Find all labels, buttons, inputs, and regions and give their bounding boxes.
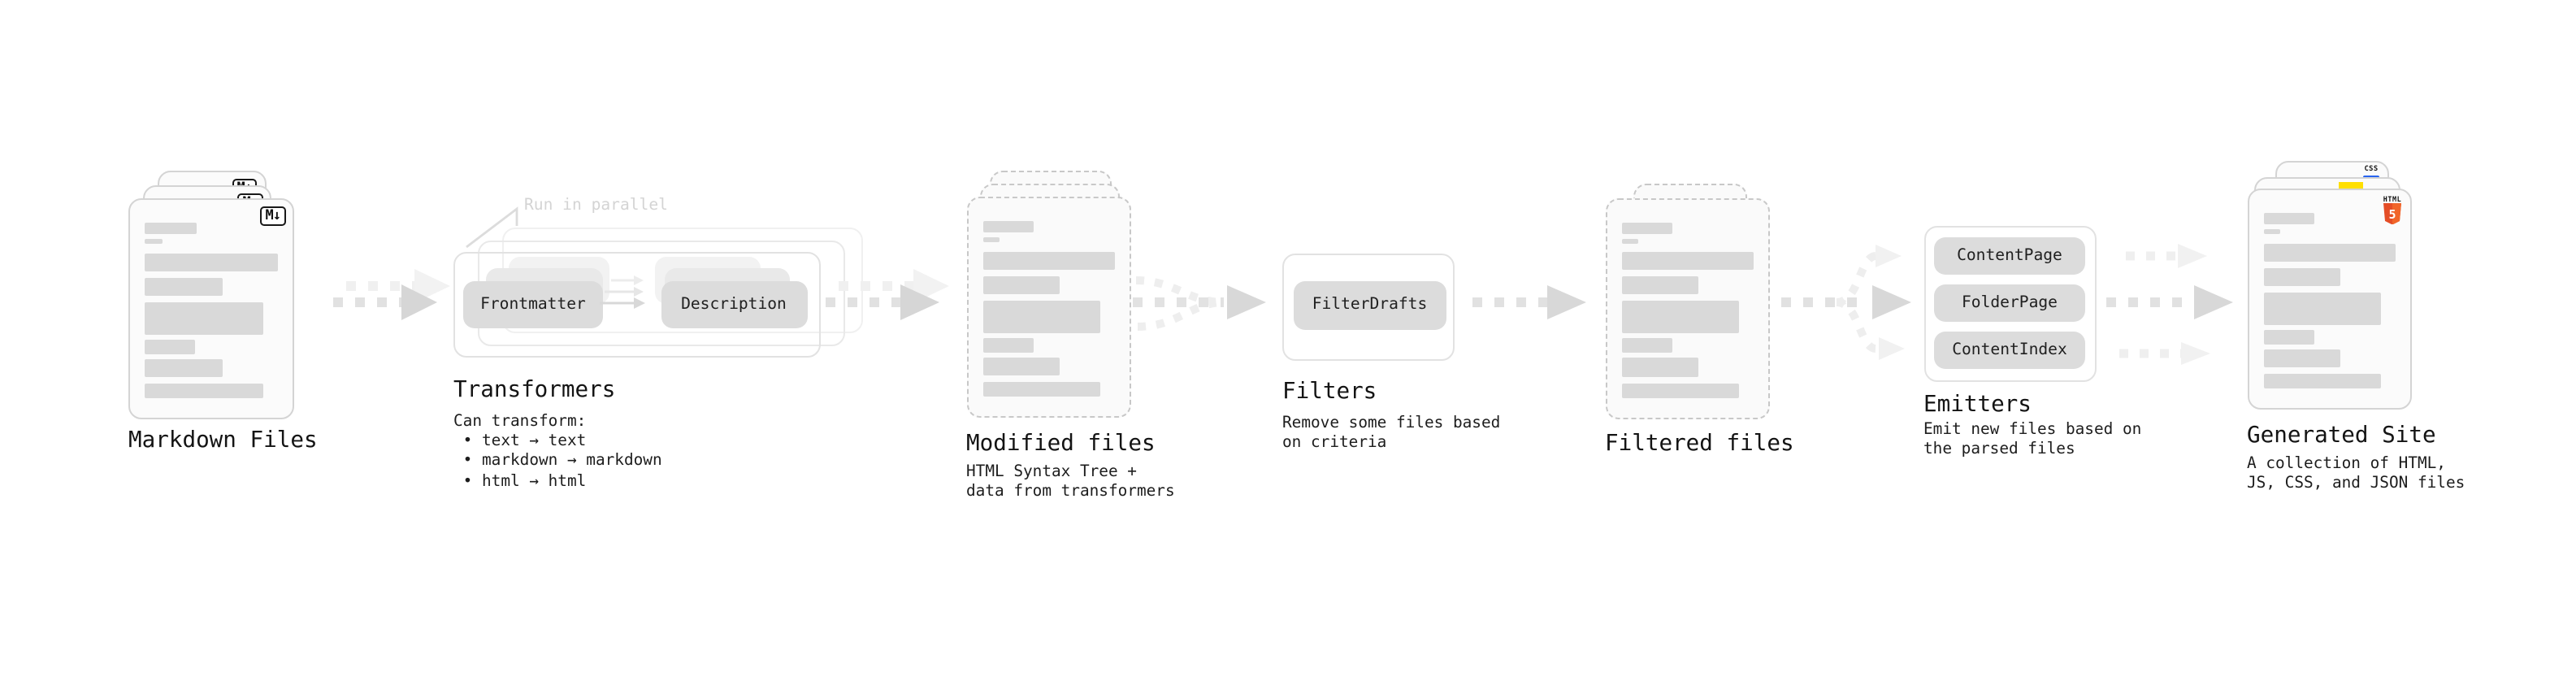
filtered-files-stack bbox=[1605, 184, 1800, 419]
generated-site-label: Generated Site bbox=[2247, 422, 2436, 448]
transformer-frontmatter-pill: Frontmatter bbox=[463, 280, 603, 327]
generated-site-stack: CSS HTML 5 bbox=[2247, 161, 2442, 411]
callout-leader-line bbox=[466, 206, 518, 249]
filters-group: FilterDrafts bbox=[1282, 254, 1455, 360]
file-content-placeholder bbox=[1621, 222, 1754, 398]
filter-drafts-pill: FilterDrafts bbox=[1294, 280, 1446, 329]
arrow-transformers-to-modified bbox=[826, 269, 949, 320]
transformers-group: Run in parallel Frontmatter Description bbox=[453, 192, 876, 501]
filters-note: Remove some files based on criteria bbox=[1282, 414, 1501, 453]
generated-site-note: A collection of HTML, JS, CSS, and JSON … bbox=[2247, 454, 2465, 492]
file-card: M↓ bbox=[128, 198, 294, 419]
emitters-group: ContentPage FolderPage ContentIndex bbox=[1923, 226, 2096, 382]
file-card bbox=[966, 197, 1131, 418]
transformer-frame-front bbox=[453, 252, 821, 358]
emitter-contentpage-pill: ContentPage bbox=[1934, 237, 2085, 275]
filters-label: Filters bbox=[1282, 378, 1377, 404]
emitters-frame bbox=[1923, 226, 2096, 382]
modified-files-note: HTML Syntax Tree + data from transformer… bbox=[966, 462, 1175, 501]
file-content-placeholder bbox=[145, 223, 278, 399]
file-card: HTML 5 bbox=[2247, 189, 2412, 409]
filtered-files-label: Filtered files bbox=[1605, 431, 1794, 457]
modified-files-stack bbox=[966, 170, 1161, 420]
parallel-flow-arrows bbox=[600, 275, 645, 309]
file-content-placeholder bbox=[2263, 213, 2396, 389]
arrow-filtered-to-emitters-diverging bbox=[1781, 245, 1911, 360]
svg-text:5: 5 bbox=[2388, 206, 2396, 221]
arrow-emitters-to-generated bbox=[2106, 244, 2233, 365]
transformers-note: Can transform: • text → text • markdown … bbox=[453, 412, 662, 491]
emitters-note: Emit new files based on the parsed files bbox=[1923, 421, 2142, 459]
html5-icon: HTML 5 bbox=[2381, 194, 2404, 224]
markdown-files-label: Markdown Files bbox=[128, 427, 318, 453]
file-content-placeholder bbox=[982, 221, 1116, 397]
filters-frame bbox=[1282, 254, 1455, 360]
transformer-description-pill: Description bbox=[661, 280, 807, 327]
arrow-filters-to-filtered bbox=[1472, 285, 1586, 319]
arrow-markdown-to-transformers bbox=[333, 269, 450, 320]
modified-files-label: Modified files bbox=[966, 430, 1156, 456]
markdown-icon: M↓ bbox=[260, 206, 285, 226]
run-in-parallel-callout: Run in parallel bbox=[524, 197, 668, 215]
file-card bbox=[1605, 197, 1770, 419]
markdown-files-stack: M↓ M↓ M↓ bbox=[128, 171, 323, 421]
arrow-modified-to-filters-converging bbox=[1133, 276, 1266, 331]
transformers-label: Transformers bbox=[453, 376, 616, 402]
emitter-folderpage-pill: FolderPage bbox=[1934, 284, 2085, 322]
emitters-label: Emitters bbox=[1923, 392, 2032, 418]
emitter-contentindex-pill: ContentIndex bbox=[1934, 332, 2085, 369]
